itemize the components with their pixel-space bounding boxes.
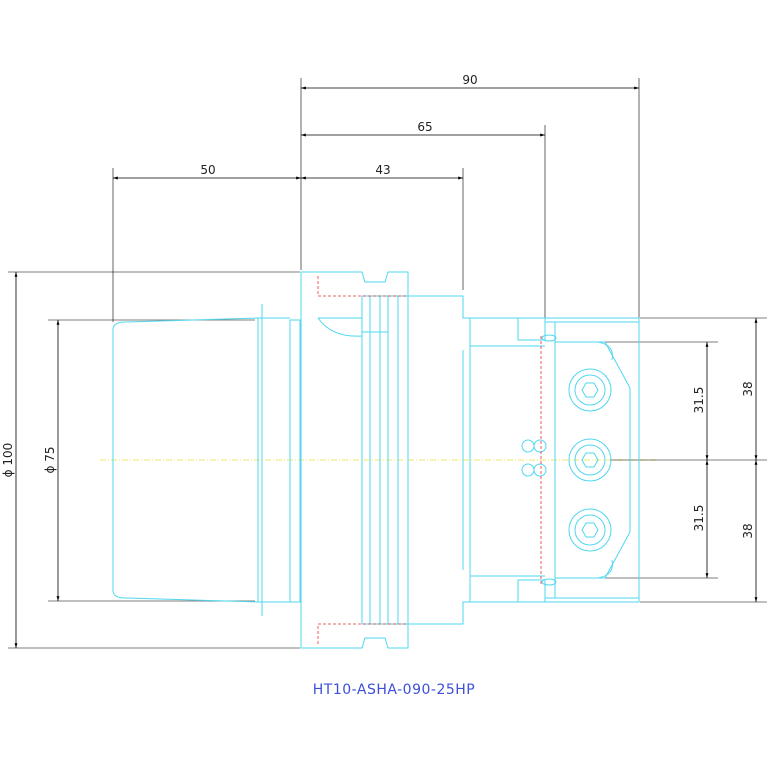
cutter-head: [470, 317, 640, 603]
dim-90-label: 90: [462, 73, 477, 87]
dim-50-label: 50: [200, 163, 215, 177]
tool-holder-outline: [112, 271, 640, 649]
dim-38-bottom-label: 38: [741, 523, 755, 538]
dimension-50: 50: [112, 163, 301, 322]
screw-bottom: [568, 508, 612, 552]
dimension-31-5: 31.5 31.5: [605, 341, 718, 579]
dim-31-5-bottom-label: 31.5: [692, 505, 706, 532]
neck: [408, 295, 471, 625]
insert-pocket: [555, 341, 631, 579]
screw-top: [568, 368, 612, 412]
part-number-label: HT10-ASHA-090-25HP: [313, 682, 476, 698]
dim-65-label: 65: [417, 120, 432, 134]
dim-dia75-label: ϕ 75: [43, 447, 57, 474]
dimension-90: 90: [300, 73, 640, 318]
dim-dia100-label: ϕ 100: [1, 443, 15, 478]
dimension-diameter-100: ϕ 100: [1, 271, 300, 649]
dimension-65: 65: [301, 120, 546, 336]
dimension-38: 38 38: [640, 317, 767, 603]
dimension-diameter-75: ϕ 75: [43, 319, 255, 602]
flange: [300, 271, 409, 649]
dimension-43: 43: [301, 163, 464, 290]
screw-middle: [568, 438, 612, 482]
hidden-lines: [317, 276, 542, 644]
dim-31-5-top-label: 31.5: [692, 387, 706, 414]
dim-38-top-label: 38: [741, 381, 755, 396]
dim-43-label: 43: [375, 163, 390, 177]
